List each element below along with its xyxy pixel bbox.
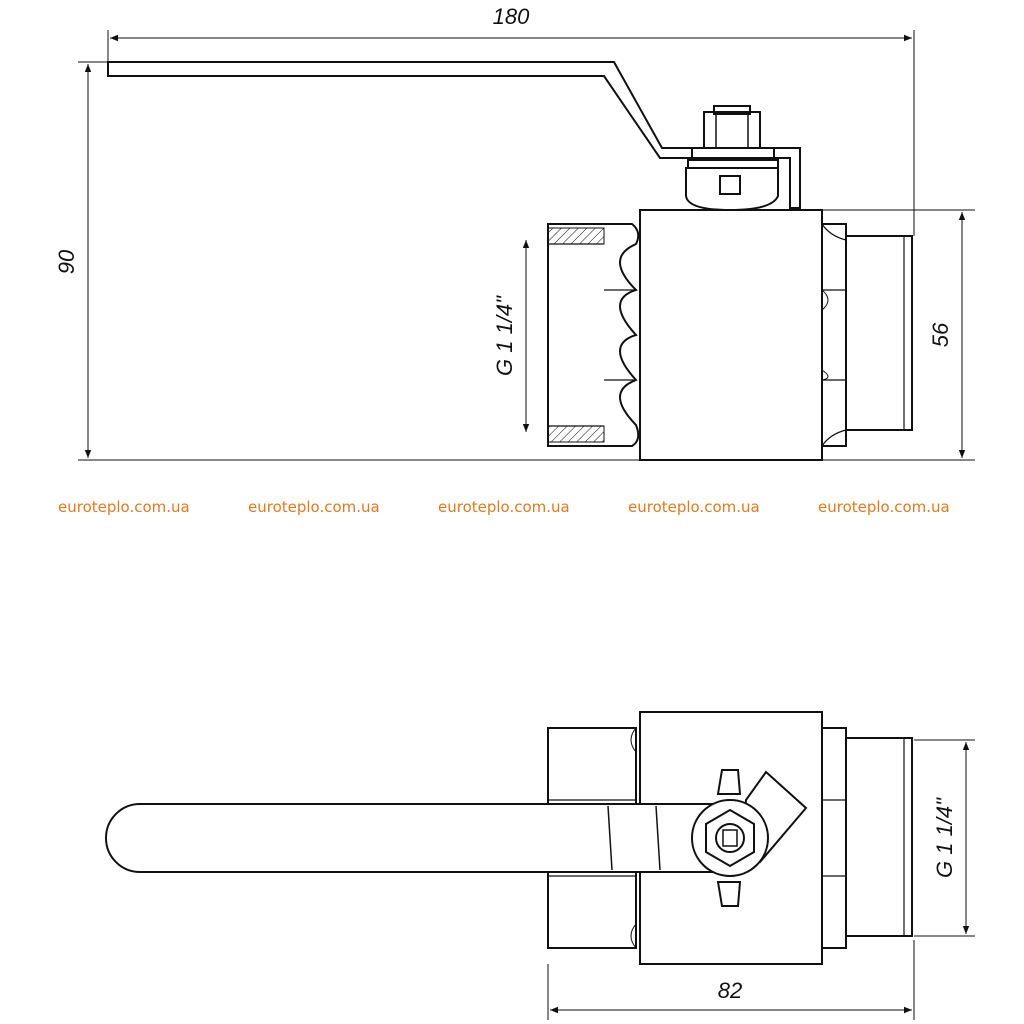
dim-thread-bottom-label: G 1 1/4": [932, 797, 957, 878]
dim-180-label: 180: [493, 4, 530, 29]
dim-56-label: 56: [928, 322, 953, 347]
top-view: [105, 711, 975, 1020]
side-view: [78, 30, 975, 461]
handle-lever: [107, 61, 801, 209]
right-hex: [821, 223, 847, 447]
valve-body: [639, 209, 823, 461]
stem-nut: [703, 111, 761, 149]
right-hex-top: [821, 727, 847, 949]
watermark-text: euroteplo.com.ua: [438, 498, 570, 516]
watermark-text: euroteplo.com.ua: [628, 498, 760, 516]
dim-thread-side-label: G 1 1/4": [492, 295, 517, 376]
dim-90-label: 90: [54, 249, 79, 274]
watermark-text: euroteplo.com.ua: [818, 498, 950, 516]
female-thread-end: [547, 223, 640, 447]
male-thread-top: [845, 737, 913, 937]
bonnet: [685, 167, 779, 212]
dim-82-label: 82: [718, 978, 742, 1003]
male-thread-end: [845, 235, 913, 431]
stop-lug: [716, 769, 742, 795]
handle-lever-top: [105, 803, 721, 873]
watermark-text: euroteplo.com.ua: [58, 498, 190, 516]
watermark-text: euroteplo.com.ua: [248, 498, 380, 516]
